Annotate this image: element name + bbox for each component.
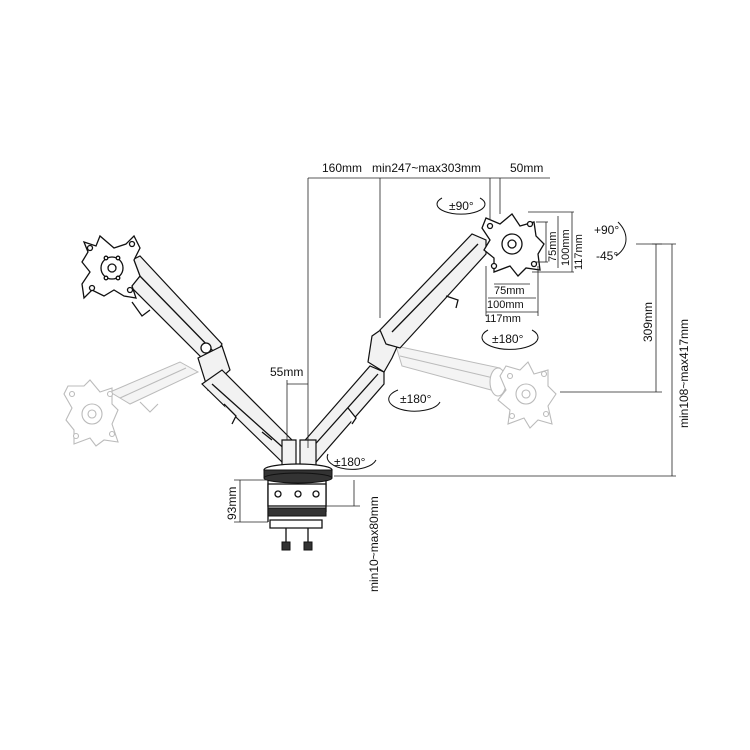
label-vesa-mid-h: 100mm bbox=[487, 299, 524, 311]
ghost-right-arm bbox=[395, 345, 507, 397]
left-vesa-hole bbox=[128, 240, 136, 248]
rotation-labels: ±90° +90° -45° ±180° ±180° ±180° bbox=[334, 199, 619, 469]
right-vesa-plate bbox=[481, 213, 545, 277]
label-vesa-inner-v: 75mm bbox=[547, 231, 559, 262]
tilt-arrow-icon bbox=[615, 221, 627, 257]
label-rotation-upper: ±180° bbox=[492, 332, 524, 346]
right-upper-arm-edge bbox=[391, 243, 479, 333]
base-plate-bottom bbox=[263, 472, 333, 484]
right-lower-arm-edge bbox=[309, 373, 379, 451]
left-lower-arm-edge bbox=[211, 383, 289, 453]
left-arm bbox=[123, 255, 297, 463]
label-desk-thickness: min10~max80mm bbox=[367, 496, 381, 592]
label-tilt-up: +90° bbox=[594, 223, 619, 237]
left-arm-hinge bbox=[200, 342, 212, 354]
ghost-left-vesa-plate bbox=[63, 379, 119, 447]
label-clamp-height: 93mm bbox=[225, 487, 239, 520]
right-vesa-hole bbox=[526, 220, 534, 228]
ghost-left-vesa-hub-inner bbox=[87, 409, 97, 419]
rotation-mid-arrow-icon bbox=[388, 389, 441, 412]
ghost-right-vesa-hub-inner bbox=[521, 389, 531, 399]
ghost-left-arm-edge bbox=[119, 367, 187, 399]
left-vesa-hole bbox=[88, 284, 96, 292]
label-vesa-mid-v: 100mm bbox=[560, 229, 572, 266]
left-lower-arm-bracket bbox=[223, 403, 237, 425]
ghost-right-arm-edge bbox=[399, 355, 503, 381]
ghost-left-vesa-hole bbox=[106, 390, 114, 398]
clamp-knob bbox=[303, 541, 313, 551]
ghost-left-vesa-hole bbox=[108, 430, 116, 438]
label-vesa-inner-h: 75mm bbox=[494, 285, 525, 297]
ghost-left-vesa-hole bbox=[68, 390, 76, 398]
left-vesa-hole bbox=[115, 255, 121, 261]
right-vesa-hole bbox=[486, 222, 494, 230]
right-vesa-hole bbox=[530, 260, 538, 268]
ghost-left-vesa-hole bbox=[72, 432, 80, 440]
left-arm-bracket bbox=[131, 301, 151, 317]
clamp-knob bbox=[281, 541, 291, 551]
ghost-right-vesa-hole bbox=[542, 410, 550, 418]
label-tilt-down: -45° bbox=[596, 249, 618, 263]
swivel-head-arrow-icon bbox=[436, 197, 486, 215]
ghost-left-arm bbox=[108, 361, 200, 413]
ghost-right-vesa-hole bbox=[506, 372, 514, 380]
clamp-bolt bbox=[274, 490, 282, 498]
ghost-right-vesa-plate bbox=[497, 361, 557, 429]
label-rotation-base: ±180° bbox=[334, 455, 366, 469]
right-upper-arm-bracket bbox=[445, 295, 459, 309]
left-vesa-hole bbox=[115, 275, 121, 281]
rotation-arrows bbox=[326, 197, 627, 470]
clamp-bolt bbox=[294, 490, 302, 498]
label-swivel-head: ±90° bbox=[449, 199, 474, 213]
label-vesa-outer-h: 117mm bbox=[485, 313, 521, 325]
dimension-lines bbox=[234, 177, 676, 523]
desk-clamp-icon bbox=[267, 480, 327, 551]
rotation-upper-arrow-icon bbox=[481, 329, 539, 350]
left-vesa-hub-inner bbox=[107, 263, 117, 273]
ghost-left-arm-hinge bbox=[139, 401, 159, 413]
left-lower-arm-detail bbox=[261, 431, 273, 441]
right-arm bbox=[299, 233, 487, 463]
label-arm-reach: min247~max303mm bbox=[372, 161, 481, 175]
base-column bbox=[263, 439, 333, 484]
left-vesa-hole bbox=[126, 286, 134, 294]
dimension-labels: 160mm min247~max303mm 50mm 55mm 75mm 100… bbox=[225, 161, 691, 592]
right-lower-arm-bracket bbox=[347, 407, 357, 425]
left-vesa-hole bbox=[103, 275, 109, 281]
clamp-bolt bbox=[312, 490, 320, 498]
clamp-pad bbox=[267, 507, 327, 517]
label-rotation-mid: ±180° bbox=[400, 392, 432, 406]
left-vesa-hole bbox=[86, 244, 94, 252]
ghost-right-vesa-hole bbox=[508, 412, 516, 420]
label-vesa-outer-v: 117mm bbox=[573, 234, 585, 270]
label-height-range: min108~max417mm bbox=[677, 319, 691, 428]
right-vesa-hole bbox=[490, 262, 498, 270]
clamp-lower-plate bbox=[269, 519, 323, 529]
ghost-right-arm-segment bbox=[395, 345, 507, 395]
right-upper-arm bbox=[379, 233, 487, 349]
label-vesa-offset: 50mm bbox=[510, 161, 543, 175]
label-arm-offset: 160mm bbox=[322, 161, 362, 175]
ghost-right-vesa-hole bbox=[540, 370, 548, 378]
label-arm-base-width: 55mm bbox=[270, 365, 303, 379]
left-vesa-hole bbox=[103, 255, 109, 261]
left-vesa-plate bbox=[81, 234, 141, 300]
left-arm-elbow bbox=[197, 345, 231, 392]
right-vesa-hub-inner bbox=[507, 239, 517, 249]
rotation-base-arrow-icon bbox=[326, 453, 377, 470]
label-arm-drop: 309mm bbox=[641, 302, 655, 342]
